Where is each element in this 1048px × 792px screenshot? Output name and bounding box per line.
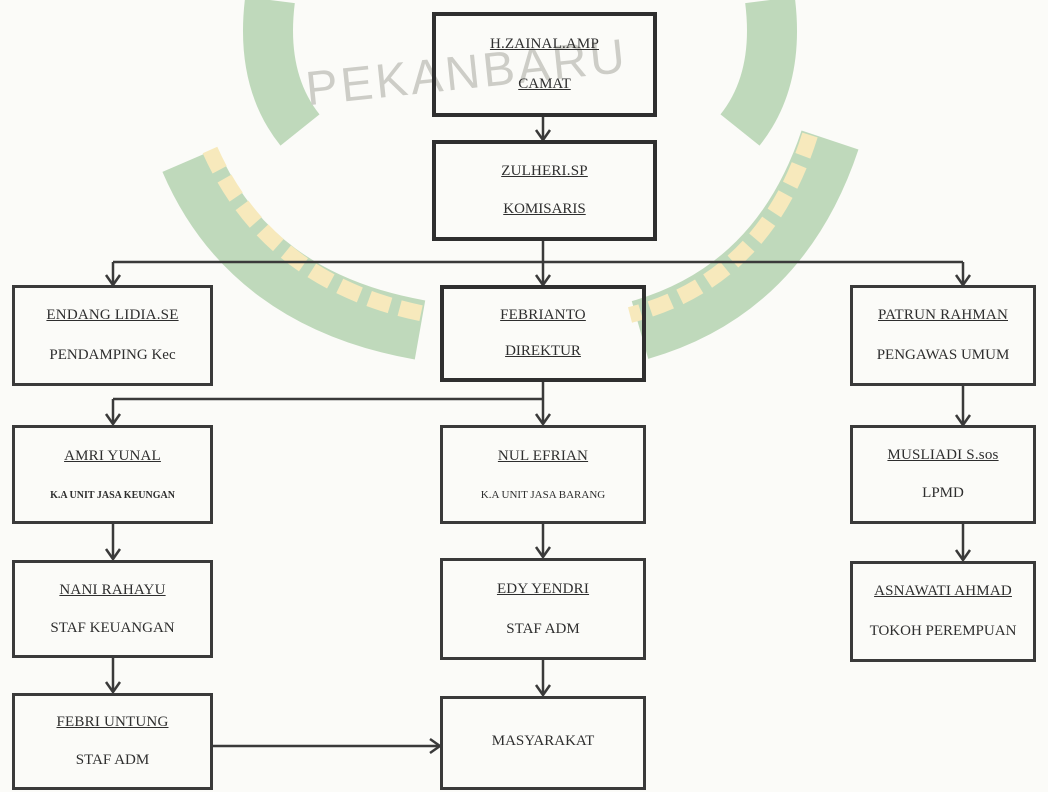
node-keuangan-unit: AMRI YUNAL K.A UNIT JASA KEUNGAN bbox=[12, 425, 213, 524]
node-name: FEBRIANTO bbox=[500, 306, 586, 323]
node-role: KOMISARIS bbox=[503, 201, 586, 218]
node-name: NANI RAHAYU bbox=[59, 581, 166, 598]
node-barang-unit: NUL EFRIAN K.A UNIT JASA BARANG bbox=[440, 425, 646, 524]
node-name: AMRI YUNAL bbox=[64, 448, 161, 465]
node-pengawas: PATRUN RAHMAN PENGAWAS UMUM bbox=[850, 285, 1036, 386]
node-staf-adm-keu: FEBRI UNTUNG STAF ADM bbox=[12, 693, 213, 790]
node-masyarakat: MASYARAKAT bbox=[440, 696, 646, 790]
node-role: K.A UNIT JASA BARANG bbox=[480, 489, 606, 501]
node-name: ENDANG LIDIA.SE bbox=[46, 307, 179, 324]
node-name: H.ZAINAL.AMP bbox=[489, 35, 600, 52]
node-name: MASYARAKAT bbox=[491, 733, 595, 749]
node-role: CAMAT bbox=[518, 76, 571, 93]
node-role: STAF ADM bbox=[75, 751, 150, 768]
node-name: ASNAWATI AHMAD bbox=[874, 583, 1012, 600]
node-role: PENDAMPING Kec bbox=[49, 346, 176, 363]
node-role: PENGAWAS UMUM bbox=[876, 346, 1010, 363]
node-staf-adm-barang: EDY YENDRI STAF ADM bbox=[440, 558, 646, 660]
connectors bbox=[111, 117, 965, 748]
node-role: STAF ADM bbox=[506, 620, 580, 637]
node-staf-keuangan: NANI RAHAYU STAF KEUANGAN bbox=[12, 560, 213, 658]
node-direktur: FEBRIANTO DIREKTUR bbox=[440, 285, 646, 382]
node-name: PATRUN RAHMAN bbox=[878, 307, 1008, 324]
node-komisaris: ZULHERI.SP KOMISARIS bbox=[432, 140, 657, 241]
node-name: NUL EFRIAN bbox=[497, 448, 589, 464]
node-role: DIREKTUR bbox=[505, 343, 581, 360]
node-role: TOKOH PEREMPUAN bbox=[869, 622, 1017, 639]
node-role: K.A UNIT JASA KEUNGAN bbox=[50, 489, 175, 501]
node-role: STAF KEUANGAN bbox=[50, 619, 175, 636]
node-lpmd: MUSLIADI S.sos LPMD bbox=[850, 425, 1036, 524]
node-name: MUSLIADI S.sos bbox=[887, 446, 999, 463]
node-name: FEBRI UNTUNG bbox=[56, 714, 169, 731]
node-name: EDY YENDRI bbox=[496, 580, 590, 597]
node-tokoh: ASNAWATI AHMAD TOKOH PEREMPUAN bbox=[850, 561, 1036, 662]
node-role: LPMD bbox=[922, 485, 964, 502]
node-pendamping: ENDANG LIDIA.SE PENDAMPING Kec bbox=[12, 285, 213, 386]
node-name: ZULHERI.SP bbox=[501, 162, 588, 179]
node-camat: H.ZAINAL.AMP CAMAT bbox=[432, 12, 657, 117]
